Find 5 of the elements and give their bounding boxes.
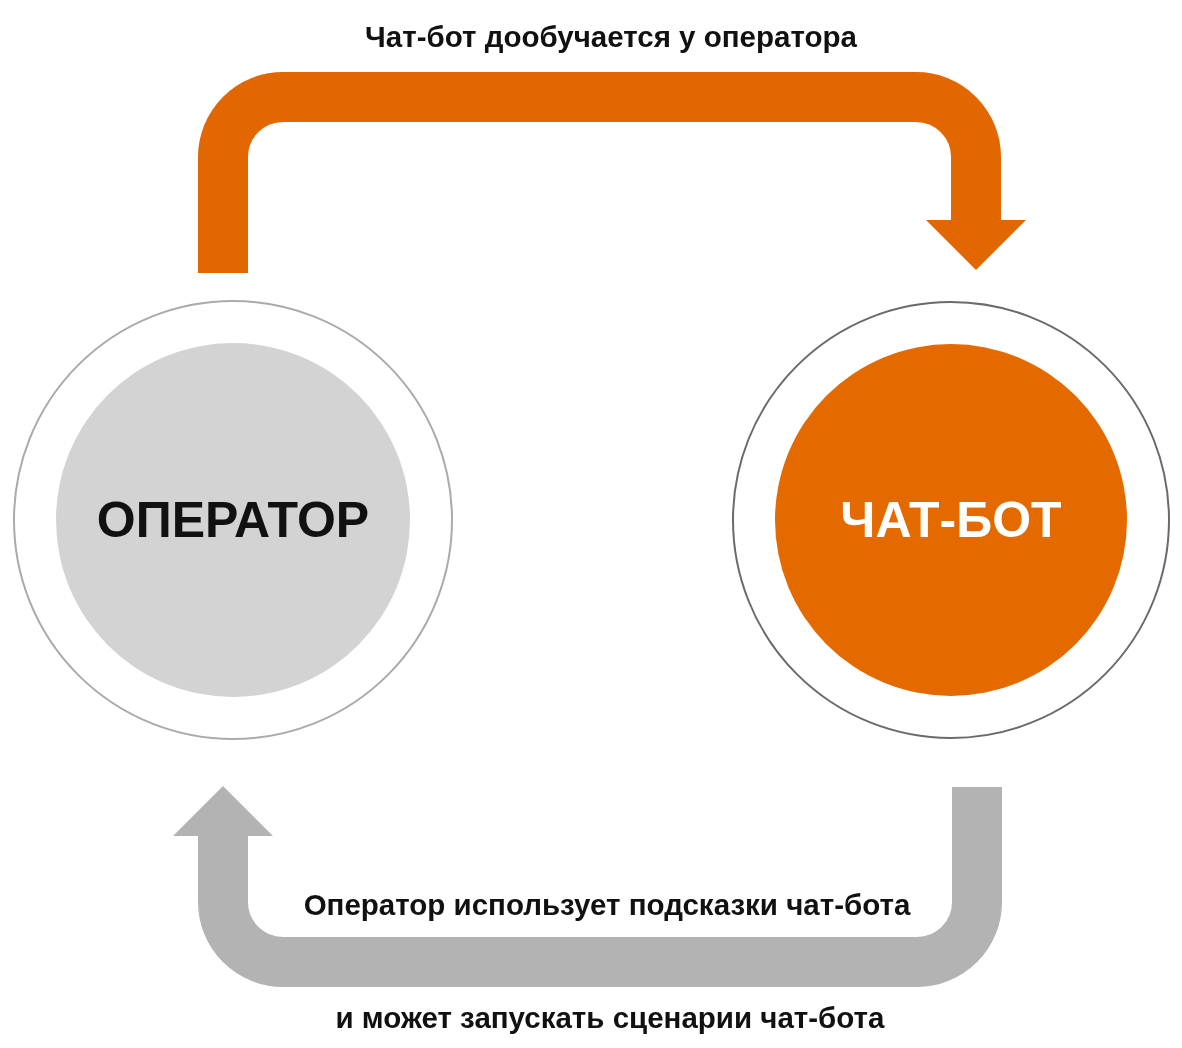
note-text: и может запускать сценарии чат-бота (335, 1000, 885, 1036)
node-label: ОПЕРАТОР (96, 492, 370, 548)
edge-label: Оператор использует подсказки чат-бота (303, 887, 911, 923)
edge-label: Чат-бот дообучается у оператора (365, 19, 857, 55)
node-label: ЧАТ-БОТ (840, 492, 1062, 548)
